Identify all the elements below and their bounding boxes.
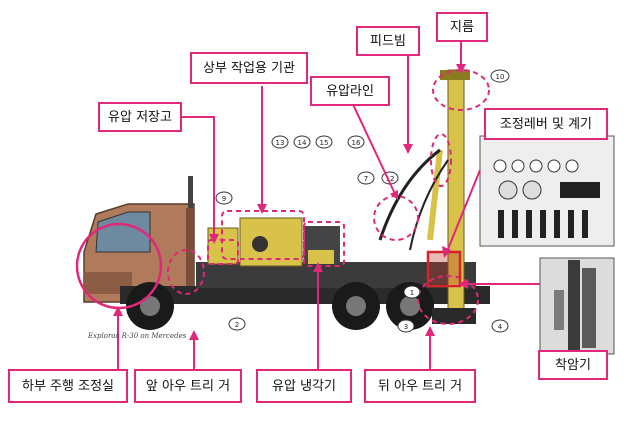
svg-text:12: 12 xyxy=(386,175,395,183)
callout-15: 15 xyxy=(315,135,333,149)
svg-text:3: 3 xyxy=(404,323,408,331)
leader-hydraulic-tank xyxy=(181,116,215,240)
mast-strut xyxy=(427,149,443,241)
label-jireum: 지름 xyxy=(436,12,488,42)
svg-text:1: 1 xyxy=(410,289,414,297)
mast-top xyxy=(440,70,470,80)
feed-beam-highlight xyxy=(430,133,452,187)
hydraulic-hoses xyxy=(378,148,441,241)
svg-text:2: 2 xyxy=(235,321,239,329)
rear-wheel-2 xyxy=(386,282,434,330)
truck-chassis xyxy=(120,286,490,304)
label-hydraulic-cooler: 유압 냉각기 xyxy=(256,369,352,403)
svg-text:9: 9 xyxy=(222,195,226,203)
front-wheel xyxy=(126,282,174,330)
callout-16: 16 xyxy=(347,135,365,149)
label-front-outrigger: 앞 아우 트리 거 xyxy=(134,369,242,403)
label-rock-drill: 착암기 xyxy=(538,350,608,380)
label-feed-beam: 피드빔 xyxy=(356,26,420,56)
callout-3: 3 xyxy=(397,319,415,333)
svg-text:15: 15 xyxy=(320,139,329,147)
label-hydraulic-tank: 유압 저장고 xyxy=(98,102,182,132)
leader-hydraulic-line xyxy=(349,97,397,197)
leader-control-panel xyxy=(445,169,481,255)
label-control-panel: 조정레버 및 계기 xyxy=(484,108,608,140)
label-hydraulic-line: 유압라인 xyxy=(310,76,390,106)
rear-outrigger-highlight xyxy=(417,275,479,325)
cooler-tag xyxy=(308,250,334,264)
engine-fan xyxy=(252,236,268,252)
callout-9: 9 xyxy=(215,191,233,205)
label-upper-engine: 상부 작업용 기관 xyxy=(190,52,308,84)
callout-14: 14 xyxy=(293,135,311,149)
callout-7: 7 xyxy=(357,171,375,185)
svg-text:7: 7 xyxy=(364,175,368,183)
callout-1: 1 xyxy=(403,285,421,299)
label-rear-outrigger: 뒤 아우 트리 거 xyxy=(364,369,476,403)
tank-highlight xyxy=(207,239,239,265)
mast-top-highlight xyxy=(432,69,490,111)
mast-foot xyxy=(432,308,476,324)
svg-text:13: 13 xyxy=(276,139,285,147)
callout-4: 4 xyxy=(491,319,509,333)
callout-2: 2 xyxy=(228,317,246,331)
svg-text:4: 4 xyxy=(498,323,503,331)
svg-text:10: 10 xyxy=(496,73,505,81)
front-outrigger-highlight xyxy=(167,249,205,295)
label-lower-cab: 하부 주행 조정실 xyxy=(8,369,128,403)
callout-10: 10 xyxy=(490,69,510,83)
callout-13: 13 xyxy=(271,135,289,149)
cooler-highlight xyxy=(303,221,345,267)
svg-text:16: 16 xyxy=(352,139,361,147)
photo-caption: Explorac R-30 on Mercedes xyxy=(88,332,187,340)
truck-cab xyxy=(83,176,195,303)
rear-wheel-1 xyxy=(332,282,380,330)
control-panel-inset xyxy=(479,135,615,247)
rock-drill-inset xyxy=(539,257,615,355)
svg-text:14: 14 xyxy=(298,139,307,147)
